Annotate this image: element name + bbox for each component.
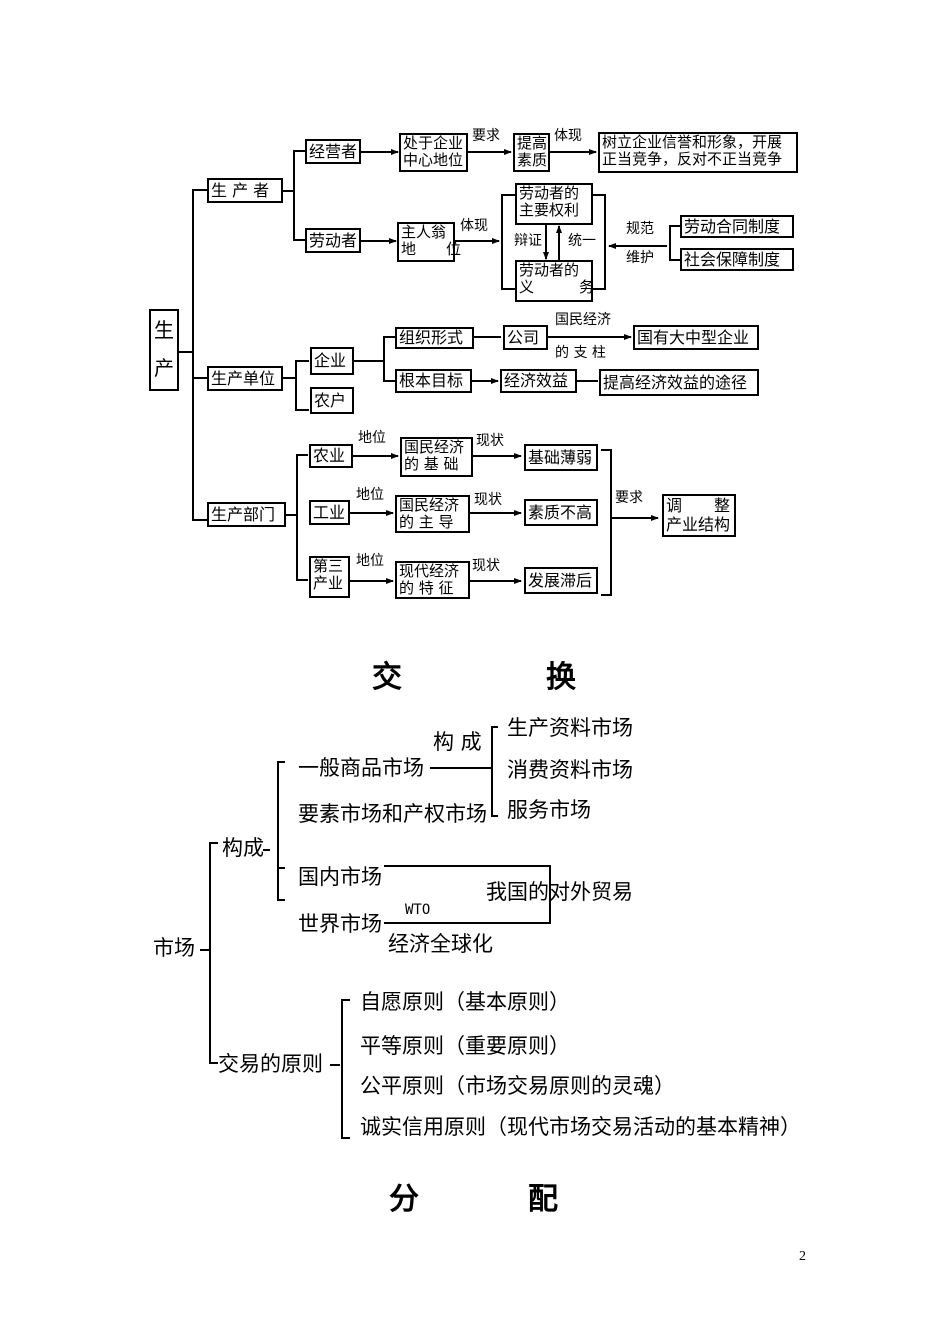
duties-box: 劳动者的 义 务: [515, 260, 594, 302]
industry-role-box: 国民经济 的 主 导: [395, 495, 470, 533]
requires-label: 要求: [472, 128, 500, 144]
agri-role-box: 国民经济 的 基 础: [400, 437, 473, 477]
agri-state-box: 基础薄弱: [524, 444, 598, 471]
distribution-title-1: 分: [389, 1182, 419, 1217]
agriculture-box: 农业: [309, 444, 353, 468]
principle-3: 公平原则（市场交易原则的灵魂）: [360, 1074, 675, 1098]
distribution-title-2: 配: [528, 1182, 558, 1217]
sub-market-1: 生产资料市场: [507, 716, 633, 740]
producer-box: 生 产 者: [207, 178, 283, 203]
industry-box: 工业: [309, 500, 350, 525]
embodies-label-2: 体现: [460, 218, 488, 234]
tertiary-role-box: 现代经济 的 特 征: [395, 561, 470, 599]
master-position-box: 主人翁 地 位: [397, 222, 461, 262]
tertiary-box: 第三 产业: [309, 556, 350, 598]
production-root-box: 生 产: [149, 309, 179, 391]
exchange-title-2: 换: [546, 660, 576, 695]
exchange-title-1: 交: [372, 660, 402, 695]
reputation-box: 树立企业信誉和形象，开展 正当竞争，反对不正当竞争: [598, 132, 798, 173]
goal-box: 根本目标: [395, 369, 472, 393]
general-market: 一般商品市场: [298, 756, 424, 780]
embodies-label: 体现: [554, 128, 582, 144]
domestic-market: 国内市场: [298, 865, 382, 889]
world-market: 世界市场: [298, 912, 382, 936]
labor-contract-box: 劳动合同制度: [680, 215, 794, 238]
status-label-2: 地位: [356, 487, 384, 503]
principle-4: 诚实信用原则（现代市场交易活动的基本精神）: [360, 1115, 801, 1139]
sub-market-3: 服务市场: [507, 798, 591, 822]
requires-label-2: 要求: [615, 490, 643, 506]
manager-box: 经营者: [305, 139, 361, 164]
regulate-label: 规范: [626, 221, 654, 237]
tertiary-state-box: 发展滞后: [524, 567, 598, 594]
current-label-3: 现状: [472, 558, 500, 574]
current-label-1: 现状: [476, 433, 504, 449]
company-box: 公司: [503, 325, 548, 350]
protect-label: 维护: [626, 250, 654, 266]
market-root: 市场: [153, 936, 195, 960]
consists-label: 构 成: [433, 730, 482, 754]
factor-market: 要素市场和产权市场: [298, 802, 487, 826]
ways-box: 提高经济效益的途径: [599, 369, 759, 396]
status-label-1: 地位: [358, 430, 386, 446]
soe-box: 国有大中型企业: [633, 325, 759, 350]
composition-label: 构成: [222, 836, 264, 860]
foreign-trade-label: 我国的对外贸易: [486, 880, 633, 904]
principle-1: 自愿原则（基本原则）: [360, 990, 570, 1014]
pillar-top-label: 国民经济: [555, 312, 611, 328]
status-label-3: 地位: [356, 553, 384, 569]
dialectic-label: 辩证: [514, 233, 542, 249]
industry-state-box: 素质不高: [524, 499, 598, 526]
unit-box: 生产单位: [207, 366, 283, 391]
principle-2: 平等原则（重要原则）: [360, 1034, 570, 1058]
laborer-box: 劳动者: [305, 228, 361, 253]
page-number: 2: [799, 1249, 806, 1264]
social-security-box: 社会保障制度: [680, 248, 794, 271]
household-box: 农户: [310, 387, 354, 414]
principles-label: 交易的原则: [218, 1052, 323, 1076]
pillar-bottom-label: 的 支 柱: [555, 345, 606, 361]
org-form-box: 组织形式: [395, 327, 474, 349]
wto-label: WTO: [405, 902, 431, 918]
globalization-label: 经济全球化: [388, 932, 493, 956]
manager-position-box: 处于企业 中心地位: [399, 133, 468, 172]
benefit-box: 经济效益: [500, 369, 577, 393]
current-label-2: 现状: [474, 492, 502, 508]
enterprise-box: 企业: [310, 347, 354, 375]
unity-label: 统一: [568, 233, 596, 249]
adjust-structure-box: 调 整 产业结构: [662, 494, 736, 537]
rights-box: 劳动者的 主要权利: [515, 183, 593, 225]
sector-box: 生产部门: [207, 502, 286, 527]
sub-market-2: 消费资料市场: [507, 758, 633, 782]
quality-box: 提高 素质: [513, 133, 550, 172]
